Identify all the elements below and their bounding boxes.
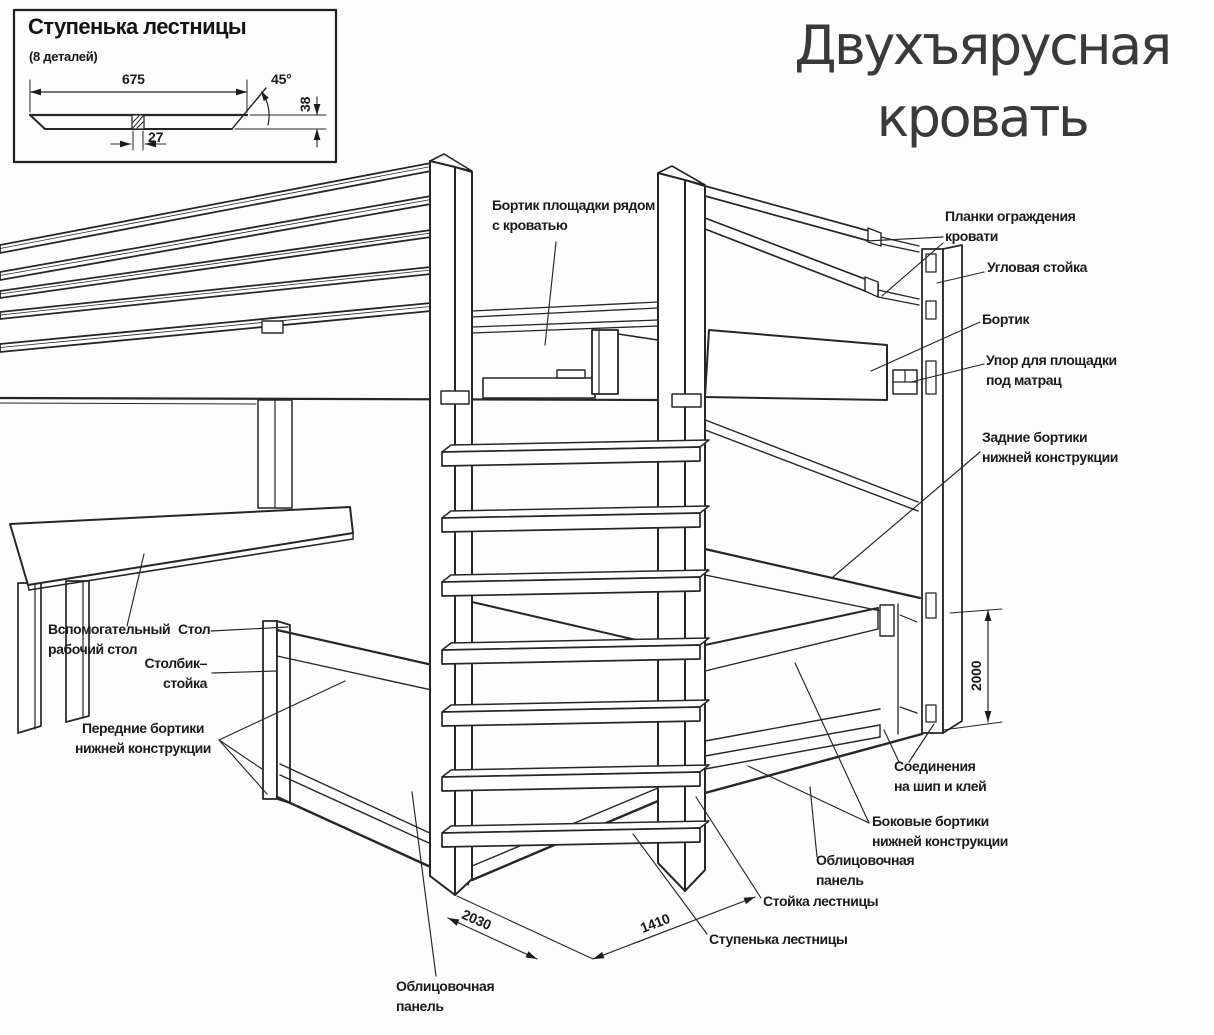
leader-lines [126,236,985,977]
inset-subtitle: (8 деталей) [29,49,98,64]
label-rear-boards: Задние бортики нижней конструкции [982,429,1118,465]
dim-height-2000: 2000 [968,660,984,691]
label-side-boards-lower: Боковые бортики нижней конструкции [872,813,1008,849]
inset-dim-thickness: 38 [297,96,313,112]
rear-lower-boards [471,547,922,646]
inset-dim-length: 675 [122,71,145,87]
platform-rail-edge [0,402,257,405]
corner-post [921,244,963,734]
ladder-steps [441,439,710,848]
label-post-column: Столбик– стойка [144,655,207,691]
platform-rail [0,396,662,402]
label-ladder-step: Ступенька лестницы [709,931,848,947]
platform-beam [704,329,888,401]
label-front-boards: Передние бортики нижней конструкции [75,720,211,756]
platform-board-assembly [482,329,659,399]
aux-desk [9,506,354,734]
label-aux-desk: Вспомогательный рабочий стол [48,621,171,657]
label-tenon-glue-joints: Соединения на шип и клей [894,758,987,794]
label-mattress-support: Упор для площадки под матрац [986,352,1117,388]
back-post [257,320,293,509]
inset-step-drawing [12,8,338,164]
label-table: Стол [178,621,211,637]
inset-dim-angle: 45° [271,71,292,87]
left-post-cleat [440,390,470,405]
inset-dim-notch: 27 [148,129,164,145]
label-side-board: Бортик [982,311,1030,327]
middle-rails [471,301,659,334]
label-facing-panel-bottom: Облицовочная панель [396,978,495,1014]
upper-left-rails [0,162,432,353]
label-platform-board: Бортик площадки рядом с кроватью [492,197,655,233]
inset-title: Ступенька лестницы [28,14,247,39]
label-corner-post: Угловая стойка [987,259,1087,275]
dimension-lines [447,608,1003,960]
label-ladder-post: Стойка лестницы [763,893,879,909]
right-post-cleat [671,393,702,408]
upper-right-rails [704,185,920,401]
label-guard-planks: Планки ограждения кровати [945,208,1076,244]
page-title: Двухъярусная кровать [794,14,1172,149]
label-facing-panel-right: Облицовочная панель [816,852,915,888]
upper-side-rail [699,417,919,512]
